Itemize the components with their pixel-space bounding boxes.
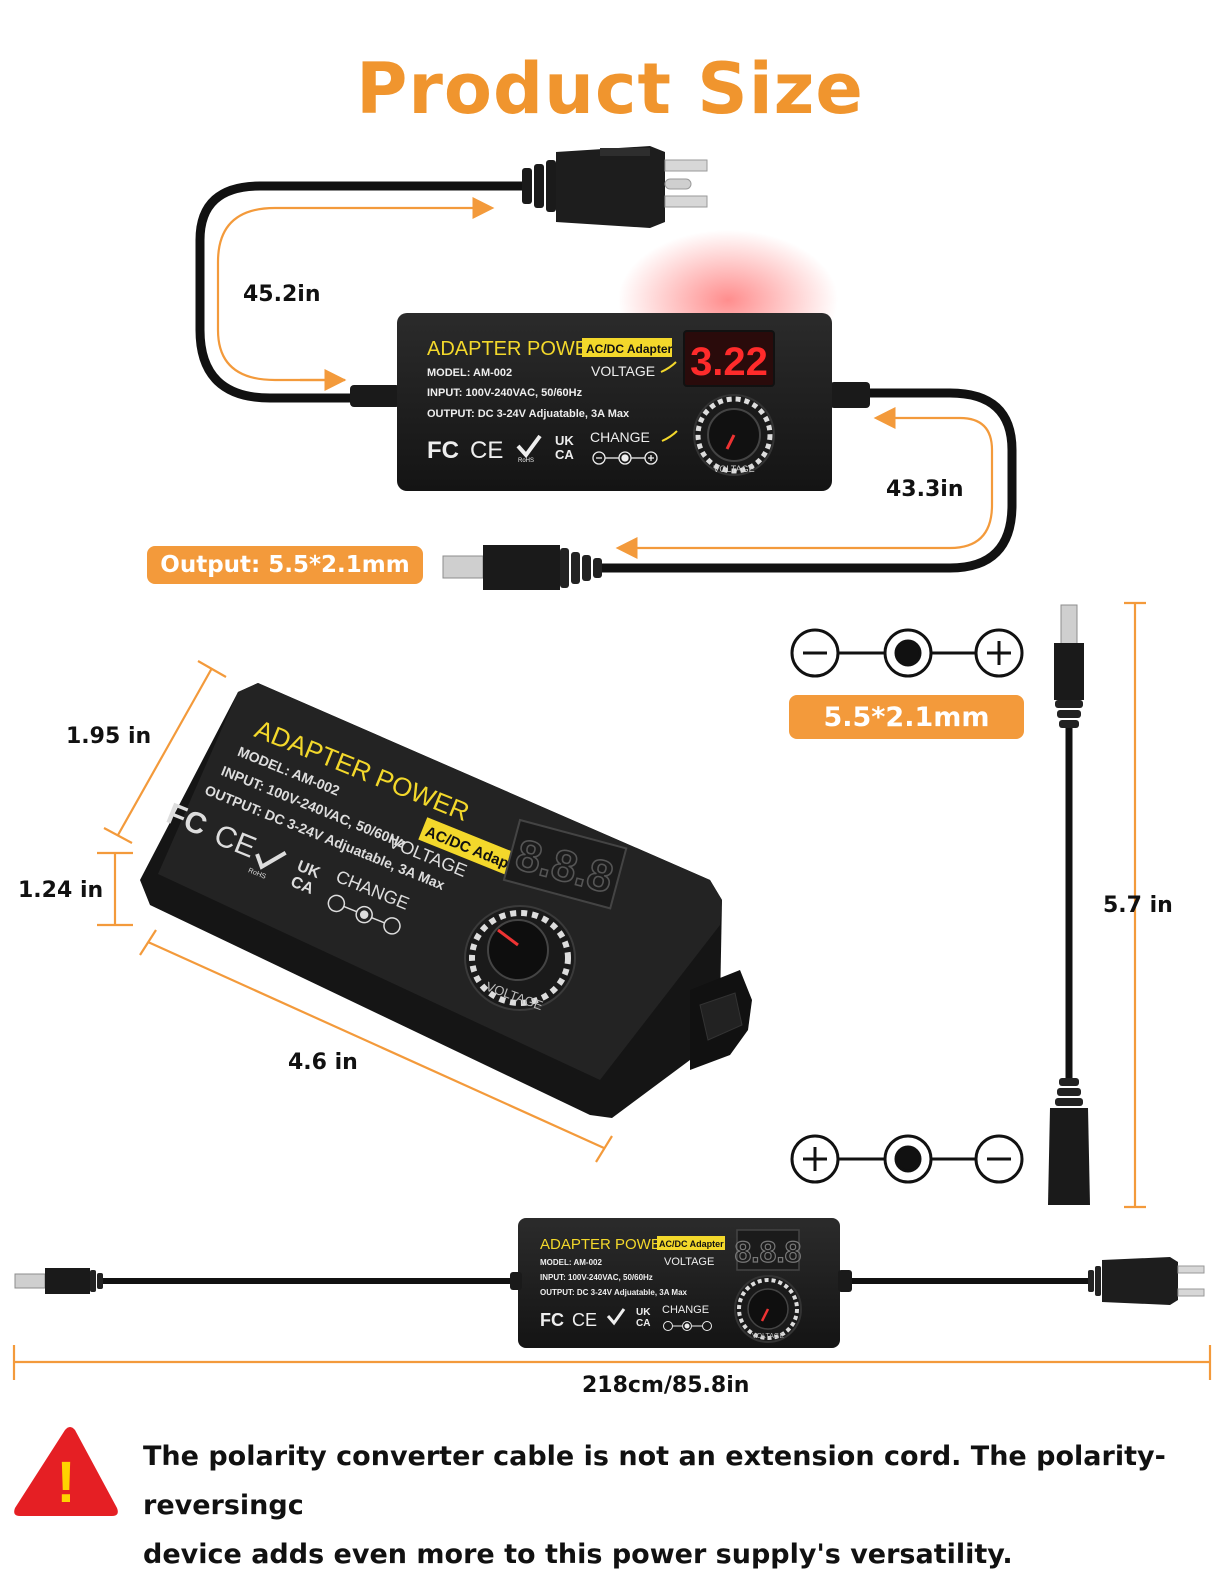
voltage-label-bottom: VOLTAGE [664, 1256, 714, 1268]
digital-display-bottom: 8.8.8 [735, 1236, 802, 1269]
polarity-cable-length-label: 5.7 in [1103, 893, 1173, 918]
ukca-bottom-text: CA [555, 447, 574, 462]
ce-mark-top: CE [470, 437, 503, 464]
polarity-symbol-small-icon [592, 451, 658, 465]
dial-label-top: VOLTAGE [713, 464, 754, 474]
height-dimension-label: 1.24 in [18, 878, 104, 903]
ukca-top-bottom: UK [636, 1307, 651, 1318]
warning-line-2: device adds even more to this power supp… [143, 1539, 1013, 1570]
ac-plug-top [522, 146, 708, 228]
adapter-tag-top: AC/DC Adapter [586, 342, 673, 356]
brand-label-bottom: ADAPTER POWER [540, 1236, 672, 1253]
angled-adapter-view: ADAPTER POWER AC/DC Adapter MODEL: AM-00… [97, 660, 752, 1163]
input-text-bottom: INPUT: 100V-240VAC, 50/60Hz [540, 1273, 653, 1282]
fc-mark-top: FC [427, 437, 459, 464]
adapter-tag-bottom: AC/DC Adapter [659, 1239, 724, 1249]
output-cable-length-label: 43.3in [886, 477, 964, 502]
polarity-size-badge: 5.5*2.1mm [789, 695, 1024, 739]
change-label-bottom: CHANGE [662, 1304, 709, 1316]
voltage-knob-angled [487, 919, 549, 981]
polarity-diagram-top [790, 628, 1024, 678]
model-text-top: MODEL: AM-002 [427, 367, 512, 379]
bottom-adapter-view: ADAPTER POWER AC/DC Adapter MODEL: AM-00… [12, 1218, 1212, 1380]
voltage-label-top: VOLTAGE [591, 363, 655, 379]
ce-mark-bottom: CE [572, 1310, 597, 1330]
rohs-text-top: RoHS [518, 458, 534, 464]
top-adapter-view: ADAPTER POWER AC/DC Adapter MODEL: AM-00… [195, 146, 1017, 590]
output-text-top: OUTPUT: DC 3-24V Adjuatable, 3A Max [427, 408, 630, 420]
warning-icon: ! [14, 1427, 118, 1516]
total-length-label: 218cm/85.8in [582, 1373, 750, 1398]
length-dimension-label: 4.6 in [288, 1050, 358, 1075]
input-cable-length-label: 45.2in [243, 282, 321, 307]
output-spec-badge: Output: 5.5*2.1mm [147, 546, 423, 584]
ukca-bottom-bottom: CA [636, 1318, 650, 1329]
warning-text: The polarity converter cable is not an e… [143, 1432, 1213, 1579]
dial-label-bottom: VOLTAGE [752, 1333, 784, 1340]
model-text-bottom: MODEL: AM-002 [540, 1258, 602, 1267]
polarity-diagram-bottom [790, 1134, 1024, 1184]
fc-mark-bottom: FC [540, 1310, 564, 1330]
page-title: Product Size [356, 48, 864, 130]
rohs-check-icon [516, 434, 542, 459]
width-dimension-label: 1.95 in [66, 724, 152, 749]
output-text-bottom: OUTPUT: DC 3-24V Adjuatable, 3A Max [540, 1288, 688, 1297]
change-label-top: CHANGE [590, 429, 650, 445]
warning-symbol: ! [56, 1450, 75, 1515]
dc-plug-top [442, 545, 602, 590]
brand-label-top: ADAPTER POWER [427, 338, 603, 360]
ukca-top-text: UK [555, 433, 574, 448]
polarity-cable-view [790, 601, 1146, 1209]
input-text-top: INPUT: 100V-240VAC, 50/60Hz [427, 387, 583, 399]
warning-line-1: The polarity converter cable is not an e… [143, 1441, 1166, 1521]
digital-display-top: 3.22 [690, 340, 768, 384]
